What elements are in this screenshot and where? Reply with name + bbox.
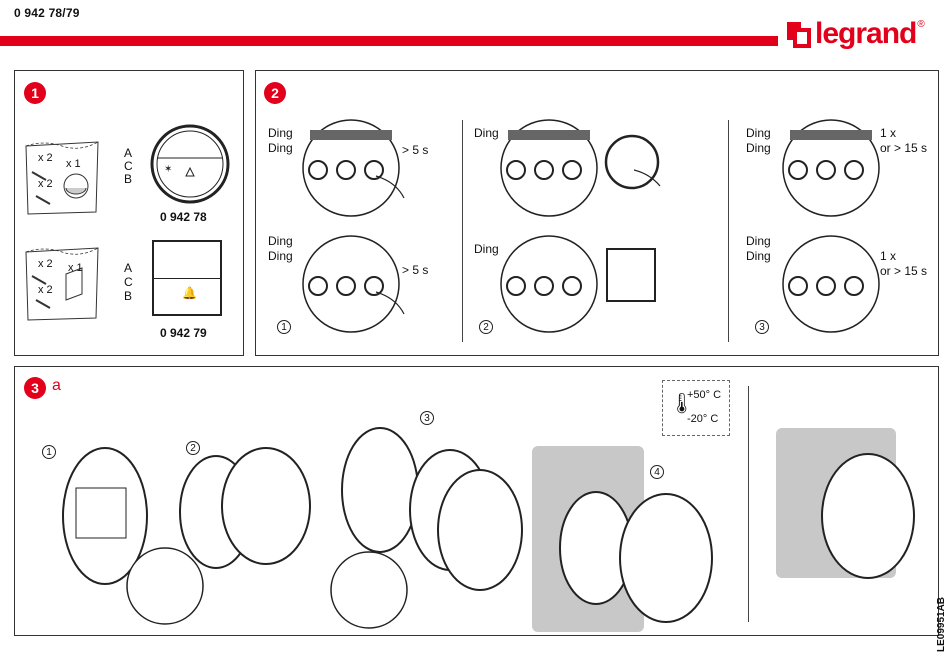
col1-number: 1: [277, 320, 291, 334]
col2-bottom-device: [494, 234, 604, 339]
col3-top-ding-1: Ding: [746, 126, 771, 140]
col2-bottom-ding: Ding: [474, 242, 499, 256]
thermometer-icon: 🌡: [669, 393, 695, 415]
panel-step-1: [14, 70, 244, 356]
registered-mark: ®: [917, 18, 925, 30]
col1-top-ding-1: Ding: [268, 126, 293, 140]
parts-pack-round: [24, 140, 100, 221]
col1-top-ding-2: Ding: [268, 141, 293, 155]
col3-top-device: [776, 118, 886, 223]
device-separate-illustration: [330, 420, 530, 595]
qty-item-round: x 1: [66, 158, 81, 170]
col1-bottom-ding-2: Ding: [268, 249, 293, 263]
step-number-2: 2: [264, 82, 286, 104]
divider-2a: [462, 120, 463, 342]
sub-step-2: 2: [186, 441, 200, 455]
col1-top-device: [296, 118, 406, 223]
col2-top-ding: Ding: [474, 126, 499, 140]
step-number-1: 1: [24, 82, 46, 104]
col3-top-time-2: or > 15 s: [880, 141, 928, 155]
svg-text:✶: ✶: [164, 164, 172, 175]
bell-icon: 🔔: [182, 286, 197, 300]
qty-plugs-square: x 2: [38, 284, 53, 296]
device-mount-illustration: [556, 478, 716, 633]
device-opening-illustration: [176, 446, 316, 581]
col3-bottom-time-1: 1 x: [880, 249, 897, 263]
device-back-illustration: [60, 446, 160, 591]
header-red-bar: [0, 36, 778, 46]
col2-number: 2: [479, 320, 493, 334]
col3-bottom-ding-2: Ding: [746, 249, 771, 263]
col2-bottom-chime: [606, 248, 656, 302]
round-chime-illustration: ✶: [150, 124, 230, 209]
col1-bottom-device: [296, 234, 406, 339]
round-code: 0 942 78: [160, 210, 207, 224]
divider-2b: [728, 120, 729, 342]
brand-name: legrand: [815, 17, 917, 50]
col1-top-time: > 5 s: [402, 143, 429, 157]
label-c-square: C: [124, 275, 133, 289]
col3-number: 3: [755, 320, 769, 334]
magnifier-1: [120, 546, 210, 631]
device-remove-illustration: [818, 452, 918, 587]
square-chime-illustration: 🔔: [152, 240, 222, 316]
temp-high: +50° C: [687, 389, 722, 401]
temperature-box: 🌡 +50° C -20° C: [662, 380, 730, 436]
qty-item-square: x 1: [68, 262, 83, 274]
col2-top-device: [494, 118, 604, 223]
qty-screws-square: x 2: [38, 258, 53, 270]
divider-3: [748, 386, 749, 622]
col3-top-ding-2: Ding: [746, 141, 771, 155]
parts-pack-square: [24, 246, 100, 327]
square-code: 0 942 79: [160, 326, 207, 340]
temp-low: -20° C: [687, 413, 719, 425]
col3-bottom-ding-1: Ding: [746, 234, 771, 248]
panel-step-2: [255, 70, 939, 356]
sub-step-4: 4: [650, 465, 664, 479]
step-sub-a: a: [52, 377, 61, 394]
sub-step-3: 3: [420, 411, 434, 425]
col1-bottom-ding-1: Ding: [268, 234, 293, 248]
label-b-round: B: [124, 172, 133, 186]
col1-bottom-time: > 5 s: [402, 263, 429, 277]
magnifier-2: [324, 550, 414, 635]
qty-plugs-round: x 2: [38, 178, 53, 190]
legrand-mark-icon: [787, 22, 811, 48]
col2-top-chime: [604, 134, 664, 199]
label-b-square: B: [124, 289, 133, 303]
brand-logo: legrand ®: [785, 14, 925, 54]
sub-step-1: 1: [42, 445, 56, 459]
label-a-round: A: [124, 146, 133, 160]
product-codes: 0 942 78/79: [14, 6, 80, 20]
panel-step-3: [14, 366, 939, 636]
step-number-3: 3: [24, 377, 46, 399]
qty-screws-round: x 2: [38, 152, 53, 164]
document-reference: LE09951AB: [936, 596, 947, 652]
label-a-square: A: [124, 261, 133, 275]
col3-bottom-device: [776, 234, 886, 339]
col3-bottom-time-2: or > 15 s: [880, 264, 928, 278]
col3-top-time-1: 1 x: [880, 126, 897, 140]
label-c-round: C: [124, 159, 133, 173]
